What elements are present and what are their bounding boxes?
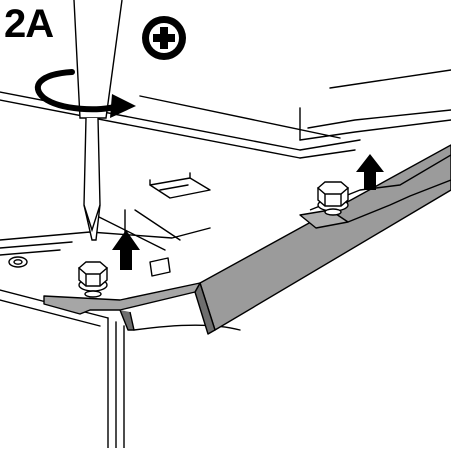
mounting-slot [149, 257, 171, 277]
top-recess [149, 172, 211, 199]
right-screw [316, 181, 350, 216]
left-screw [77, 261, 109, 298]
mounting-bracket [43, 144, 451, 335]
step-label: 2A [4, 2, 54, 46]
phillips-screwdriver-icon [73, 0, 123, 241]
corner-hole [8, 256, 28, 268]
counterclockwise-rotation-arrow-icon [34, 69, 136, 118]
up-arrow-icon [112, 154, 384, 270]
phillips-head-icon [142, 16, 186, 60]
